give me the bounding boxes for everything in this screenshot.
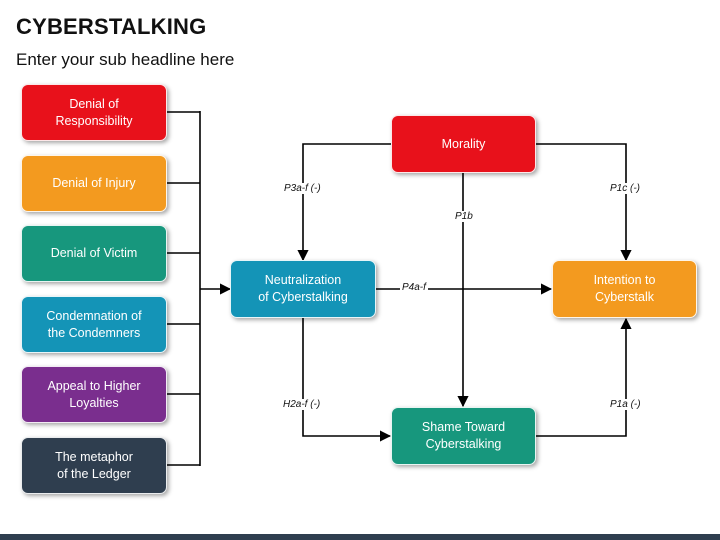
edge-label-p3a: P3a-f (-)	[282, 183, 323, 194]
arrow-shame-to-intention	[536, 317, 632, 437]
box-appeal-to-higher-loyalties: Appeal to Higher Loyalties	[21, 366, 167, 423]
box-denial-of-injury: Denial of Injury	[21, 155, 167, 212]
box-condemnation-of-the-condemners: Condemnation of the Condemners	[21, 296, 167, 353]
arrow-morality-to-neutralization	[297, 143, 391, 262]
footer-bar	[0, 534, 720, 540]
box-denial-of-victim: Denial of Victim	[21, 225, 167, 282]
edge-label-h2a: H2a-f (-)	[281, 399, 323, 410]
edge-label-p1b: P1b	[453, 211, 475, 222]
edge-label-p4a: P4a-f	[400, 282, 428, 293]
box-denial-of-responsibility: Denial of Responsibility	[21, 84, 167, 141]
box-metaphor-of-the-ledger: The metaphor of the Ledger	[21, 437, 167, 494]
edge-label-p1c: P1c (-)	[608, 183, 642, 194]
node-intention: Intention to Cyberstalk	[552, 260, 697, 318]
page-subtitle: Enter your sub headline here	[16, 50, 235, 69]
node-shame: Shame Toward Cyberstalking	[391, 407, 536, 465]
arrow-neutralization-to-shame	[302, 318, 392, 442]
page-title: CYBERSTALKING	[16, 14, 207, 39]
node-neutralization: Neutralization of Cyberstalking	[230, 260, 376, 318]
node-morality: Morality	[391, 115, 536, 173]
arrow-morality-to-intention	[536, 143, 632, 262]
edge-label-p1a: P1a (-)	[608, 399, 643, 410]
